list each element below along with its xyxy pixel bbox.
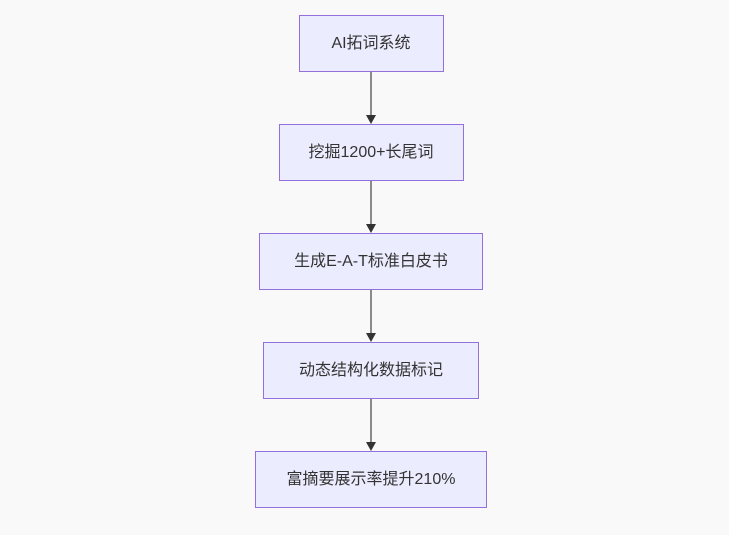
arrow-shaft — [370, 181, 372, 224]
flow-node-longtail-keywords: 挖掘1200+长尾词 — [278, 124, 464, 181]
arrow-shaft — [370, 72, 372, 115]
arrow-down-icon — [366, 442, 376, 451]
flow-node-structured-data-markup: 动态结构化数据标记 — [263, 342, 479, 399]
flow-edge-3 — [365, 290, 377, 342]
flow-node-eat-whitepaper: 生成E-A-T标准白皮书 — [259, 233, 483, 290]
flow-node-rich-snippet-rate: 富摘要展示率提升210% — [255, 451, 487, 508]
flow-edge-1 — [365, 72, 377, 124]
arrow-shaft — [370, 290, 372, 333]
flow-node-ai-word-expansion: AI拓词系统 — [298, 15, 444, 72]
flow-edge-2 — [365, 181, 377, 233]
arrow-down-icon — [366, 333, 376, 342]
flow-edge-4 — [365, 399, 377, 451]
arrow-shaft — [370, 399, 372, 442]
arrow-down-icon — [366, 224, 376, 233]
flowchart: AI拓词系统 挖掘1200+长尾词 生成E-A-T标准白皮书 动态结构化数据标记… — [255, 15, 487, 508]
arrow-down-icon — [366, 115, 376, 124]
